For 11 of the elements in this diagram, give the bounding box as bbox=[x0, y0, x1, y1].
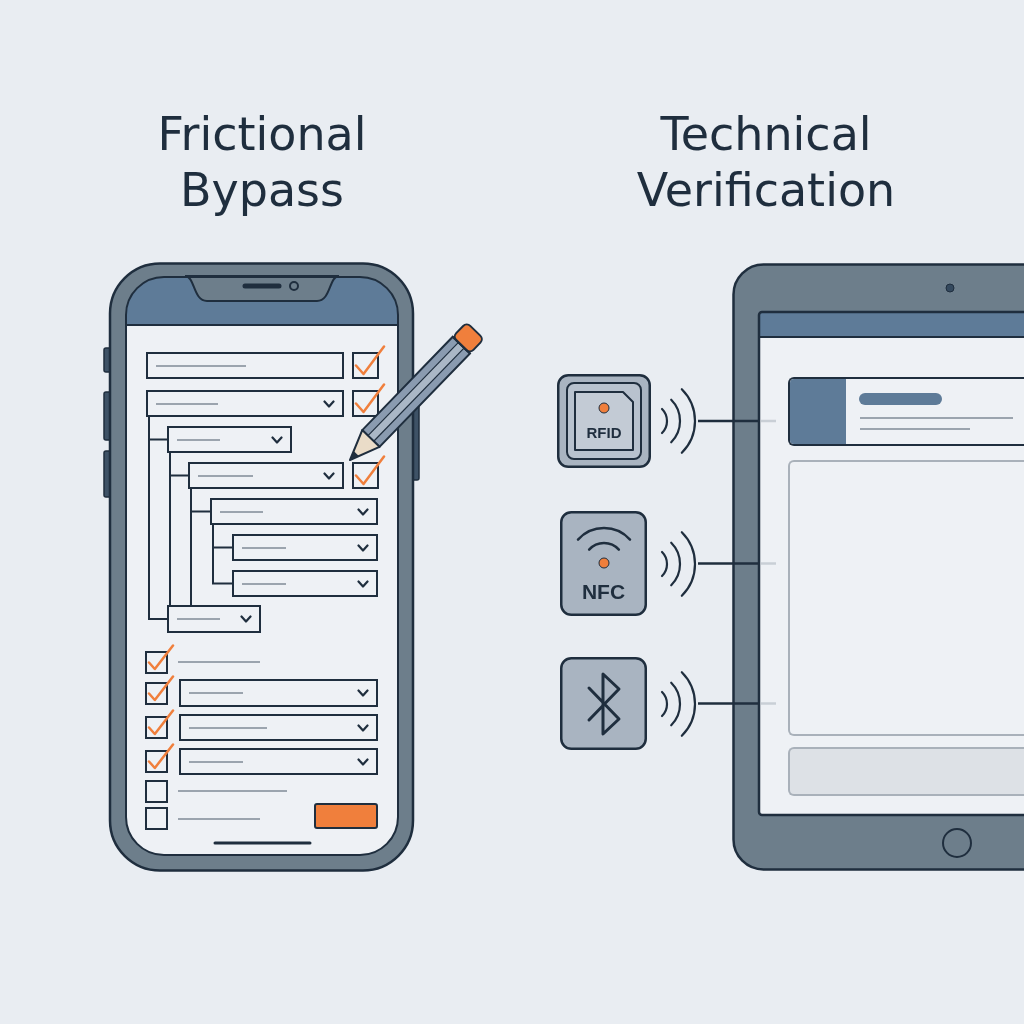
panel-heading: Technical Verification bbox=[636, 106, 896, 218]
connector-line bbox=[698, 419, 732, 423]
profile-card bbox=[788, 377, 1024, 446]
tag-label: RFID bbox=[586, 423, 622, 442]
connector-line bbox=[698, 562, 732, 565]
panel-heading: Frictional Bypass bbox=[157, 106, 367, 218]
action-bar bbox=[788, 747, 1024, 796]
tablet bbox=[732, 263, 1024, 872]
tag-label: NFC bbox=[581, 579, 626, 604]
connector-line bbox=[698, 702, 732, 705]
content-panel bbox=[788, 460, 1024, 736]
